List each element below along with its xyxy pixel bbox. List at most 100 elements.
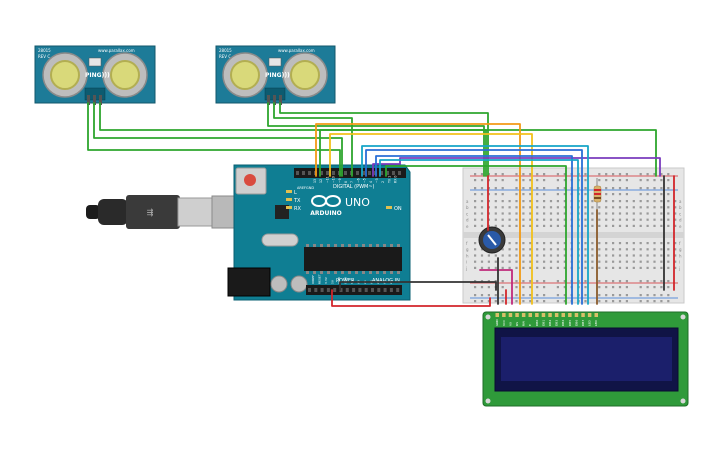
lcd-pin-label: LED bbox=[594, 319, 598, 326]
wire-sensor2-gnd bbox=[273, 102, 353, 177]
wire-5v bbox=[331, 289, 491, 307]
wire-sensor1-gnd bbox=[93, 102, 343, 177]
digital-pin-label: 8 bbox=[344, 181, 348, 183]
wire-cyan-1 bbox=[361, 145, 589, 305]
power-pin-label: GND bbox=[337, 276, 341, 284]
lcd-pin-label: DB5 bbox=[568, 320, 572, 326]
analog-label: ANALOG IN bbox=[372, 278, 400, 284]
digital-pin-label: 12 bbox=[319, 179, 323, 183]
row-letter: d bbox=[466, 218, 469, 223]
digital-pin-label: 2 bbox=[381, 181, 385, 183]
led-rx-label: RX bbox=[294, 206, 301, 212]
power-jack bbox=[227, 267, 271, 297]
digital-pin-label: RX 0 bbox=[394, 176, 398, 183]
lcd-pin bbox=[495, 313, 499, 317]
lcd-pin bbox=[502, 313, 506, 317]
digital-pin-label: 4 bbox=[369, 181, 373, 183]
lcd-pin-label: RS bbox=[515, 322, 519, 326]
wire-gnd-rail bbox=[319, 129, 657, 177]
sensor-model: 28015 bbox=[219, 48, 232, 53]
lcd-pin-label: RW bbox=[522, 321, 526, 326]
row-letter: d bbox=[679, 218, 682, 223]
power-pin-label: 3.3V bbox=[324, 276, 328, 284]
row-letter: i bbox=[466, 260, 467, 265]
atmega-chip bbox=[304, 247, 402, 271]
lcd-pin bbox=[554, 313, 559, 317]
crystal bbox=[261, 233, 299, 247]
wire-sensor2-sig bbox=[279, 102, 489, 177]
row-letter: a bbox=[466, 199, 469, 204]
arduino-model: UNO bbox=[345, 196, 370, 209]
lcd-pin bbox=[515, 313, 519, 317]
row-letter: g bbox=[679, 247, 682, 252]
ultrasonic-sensor-2: 28015 REV C www.parallax.com PING))) bbox=[215, 45, 336, 105]
sensor-rev: REV C bbox=[219, 54, 231, 59]
lcd-pin bbox=[508, 313, 513, 317]
sensor-rev: REV C bbox=[38, 54, 50, 59]
row-letter: b bbox=[679, 205, 682, 210]
wire-orange bbox=[315, 123, 521, 305]
digital-pin-label: 7 bbox=[350, 181, 354, 183]
digital-pin-label: ~5 bbox=[363, 178, 367, 183]
row-letter: e bbox=[466, 224, 469, 229]
led-tx-label: TX bbox=[293, 198, 301, 204]
usb-cable: ⇶ bbox=[86, 195, 257, 229]
lcd-pin-label: VCC bbox=[502, 320, 506, 326]
resistor bbox=[593, 178, 602, 210]
digital-pin-label: ~3 bbox=[375, 178, 379, 183]
row-letter: c bbox=[466, 211, 468, 216]
power-pin-label: RESET bbox=[318, 274, 322, 284]
digital-pin-label: 13 bbox=[313, 179, 317, 183]
lcd-pin bbox=[528, 313, 532, 317]
lcd-pin-label: DB0 bbox=[535, 320, 539, 326]
led-on-label: ON bbox=[394, 206, 402, 212]
row-letter: i bbox=[679, 260, 680, 265]
wire-sensor1-vcc bbox=[87, 102, 341, 177]
ultrasonic-sensor-1: 28015 REV C www.parallax.com PING))) bbox=[34, 45, 156, 105]
lcd-pin-label: LED bbox=[588, 319, 592, 326]
wire-yellow bbox=[329, 133, 533, 305]
arduino-logo: ARDUINO UNO bbox=[310, 195, 370, 217]
row-letter: c bbox=[679, 211, 681, 216]
row-letter: f bbox=[466, 241, 468, 246]
lcd-pin bbox=[574, 313, 579, 317]
lcd-pin-label: DB1 bbox=[541, 320, 545, 326]
sensor-label: PING))) bbox=[265, 72, 290, 79]
lcd-pin bbox=[587, 313, 592, 317]
lcd-pin bbox=[521, 313, 526, 317]
power-pin-label: GND bbox=[344, 276, 348, 284]
power-pin-label: 5V bbox=[331, 279, 335, 284]
sensor-model: 28015 bbox=[38, 48, 51, 53]
sensor-label: PING))) bbox=[85, 72, 110, 79]
wire-green-data bbox=[385, 165, 567, 305]
row-letter: b bbox=[466, 205, 469, 210]
row-letter: j bbox=[678, 266, 680, 271]
status-leds: L TX RX ON bbox=[286, 190, 402, 212]
wire-cyan-2 bbox=[379, 159, 579, 305]
wire-blue-1 bbox=[365, 149, 583, 305]
lcd-pin bbox=[541, 313, 546, 317]
row-letter: g bbox=[466, 247, 469, 252]
row-letter: e bbox=[679, 224, 682, 229]
row-letter: a bbox=[679, 199, 682, 204]
digital-pin-label: ~9 bbox=[338, 178, 342, 183]
wire-sensor1-sig bbox=[99, 102, 487, 177]
wires bbox=[87, 102, 675, 307]
row-letter: h bbox=[679, 253, 682, 258]
wire-purple bbox=[372, 157, 661, 177]
lcd-pin bbox=[535, 313, 539, 317]
digital-pin-label: ~6 bbox=[356, 178, 360, 183]
digital-pin-label: ~10 bbox=[332, 176, 336, 183]
aref-label: AREF bbox=[297, 186, 306, 190]
row-letter: h bbox=[466, 253, 469, 258]
lcd-pin bbox=[548, 313, 552, 317]
lcd-pin-label: DB4 bbox=[561, 320, 565, 326]
sensor-brand: www.parallax.com bbox=[98, 48, 135, 53]
row-letter: f bbox=[679, 241, 681, 246]
wire-pot bbox=[479, 269, 513, 305]
potentiometer bbox=[478, 226, 506, 254]
lcd-pin-label: DB7 bbox=[581, 320, 585, 326]
row-letter: j bbox=[465, 266, 467, 271]
